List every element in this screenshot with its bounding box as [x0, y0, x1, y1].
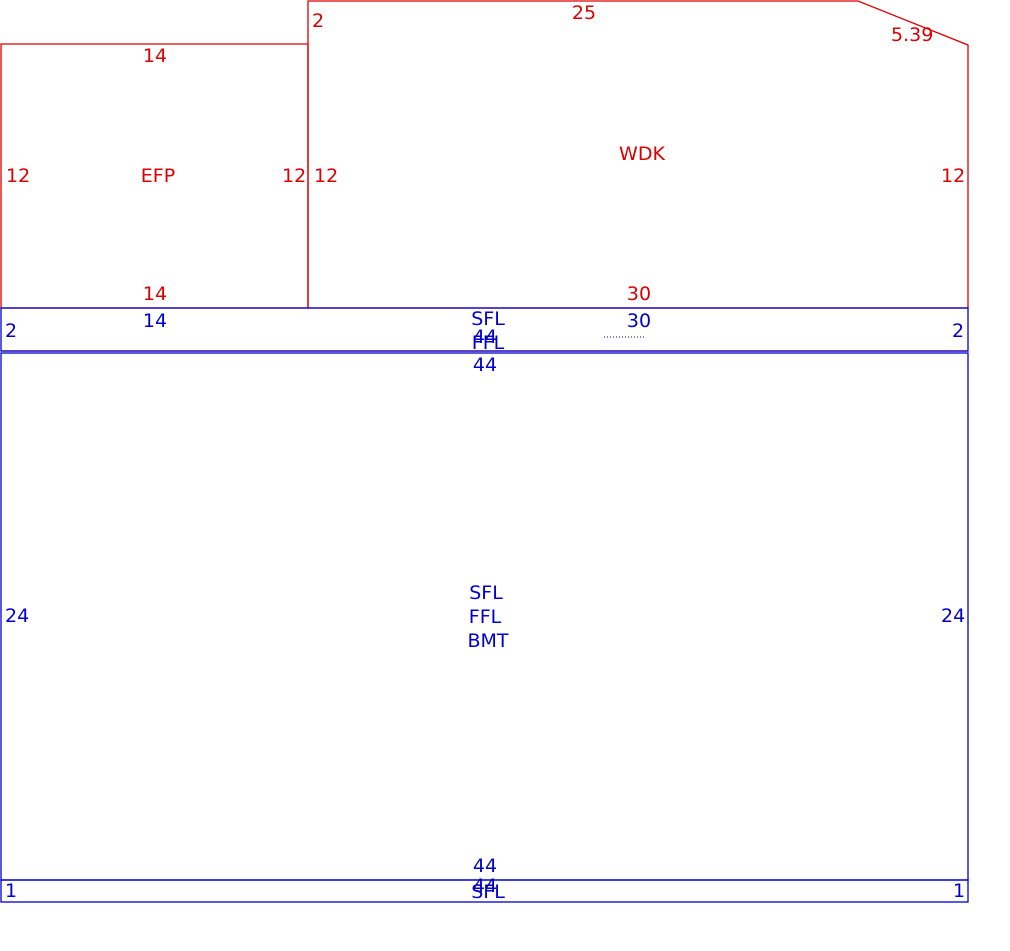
bottom-strip-left-dimension: 1 — [5, 880, 18, 902]
main-label-ffl: FFL — [468, 606, 502, 628]
bottom-strip-outline — [0, 879, 969, 903]
wdk-outline — [307, 0, 969, 309]
strip-left-dimension: 2 — [5, 320, 18, 342]
bottom-strip-label: SFL — [471, 881, 505, 903]
strip-bottom-dimension: 44 — [472, 354, 498, 376]
bottom-strip-right-dimension: 1 — [953, 880, 966, 902]
main-left-dimension: 24 — [5, 605, 30, 627]
efp-label: EFP — [140, 165, 176, 187]
strip-label-sfl: SFL — [471, 308, 505, 330]
wdk-diagonal-dimension: 5.39 — [891, 24, 934, 46]
strip-top-right-dimension: 30 — [626, 310, 652, 332]
efp-bottom-dimension: 14 — [142, 283, 168, 305]
efp-right-dimension: 12 — [282, 165, 307, 187]
efp-top-dimension: 14 — [142, 45, 168, 67]
wdk-label: WDK — [619, 143, 665, 165]
bottom-strip-top-dimension: 44 — [472, 875, 498, 897]
main-label-sfl: SFL — [469, 582, 503, 604]
wdk-bottom-dimension: 30 — [626, 283, 652, 305]
efp-left-dimension: 12 — [6, 165, 31, 187]
main-right-dimension: 24 — [941, 605, 966, 627]
strip-mid-dimension: 44 — [472, 326, 498, 348]
wdk-left-dimension: 12 — [314, 165, 339, 187]
strip-top-left-dimension: 14 — [142, 310, 168, 332]
wdk-corner-dimension: 2 — [312, 10, 325, 32]
strip-label-ffl: FFL — [471, 332, 505, 354]
main-bottom-dimension: 44 — [472, 855, 498, 877]
strip-outline — [0, 307, 969, 352]
wdk-right-dimension: 12 — [941, 165, 966, 187]
strip-right-dimension: 2 — [952, 320, 965, 342]
main-label-bmt: BMT — [467, 630, 509, 652]
wdk-top-dimension: 25 — [571, 2, 597, 24]
